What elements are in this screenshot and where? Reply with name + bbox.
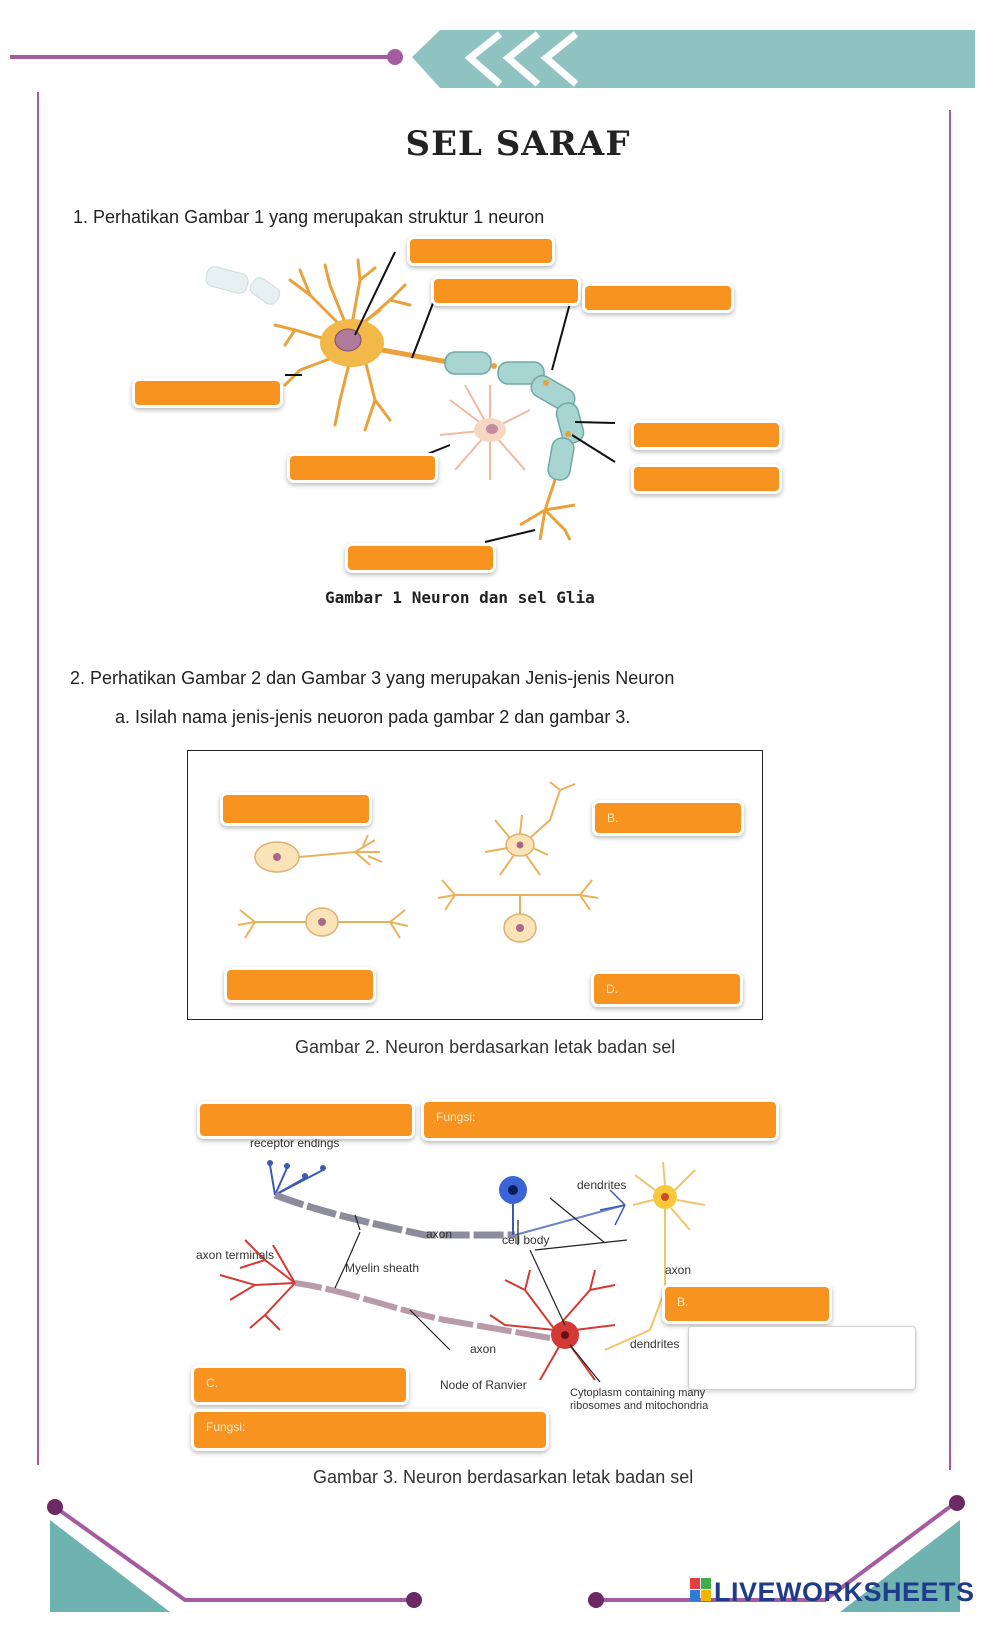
field-label-fungsi-c: Fungsi: (206, 1420, 246, 1434)
fig2-answer-field-c[interactable] (227, 970, 373, 1000)
fig1-answer-field-3[interactable] (585, 286, 731, 310)
label-node-of-ranvier: Node of Ranvier (440, 1378, 527, 1392)
fig2-answer-field-b[interactable]: B. (595, 803, 741, 833)
field-label-b: B. (607, 811, 619, 825)
fig3-function-field-a[interactable]: Fungsi: (424, 1102, 776, 1138)
label-axon-terminals: axon terminals (196, 1248, 275, 1262)
label-axon-top: axon (426, 1227, 453, 1241)
fig1-answer-field-7[interactable] (634, 467, 779, 491)
brand-logo-icon (690, 1578, 711, 1601)
figure-2-caption: Gambar 2. Neuron berdasarkan letak badan… (295, 1037, 676, 1057)
label-cytoplasm-2: ribosomes and mitochondria (570, 1400, 709, 1412)
page-title: SEL SARAF (405, 124, 631, 164)
fig3-answer-field-c[interactable]: C. (194, 1368, 406, 1402)
figure-3-caption: Gambar 3. Neuron berdasarkan letak badan… (313, 1467, 694, 1487)
field-label-d: D. (606, 982, 618, 996)
figure-2-box (187, 750, 763, 1020)
label-dendrites-top: dendrites (577, 1178, 627, 1192)
fig1-answer-field-8[interactable] (348, 546, 493, 570)
neuron-glia-illustration (205, 251, 616, 543)
liveworksheets-logo (690, 1578, 712, 1602)
figure-1-caption: Gambar 1 Neuron dan sel Glia (325, 588, 595, 607)
fig1-answer-field-2[interactable] (434, 279, 578, 303)
fig2-answer-field-d[interactable]: D. (594, 974, 740, 1004)
neuron-function-illustration (219, 1160, 706, 1383)
fig3-answer-field-a[interactable] (200, 1104, 412, 1136)
fig1-answer-field-1[interactable] (410, 239, 552, 263)
neuron-types-illustration (237, 781, 599, 943)
fig3-function-field-b[interactable] (688, 1326, 916, 1390)
label-myelin-sheath: Myelin sheath (345, 1261, 420, 1275)
label-axon-right: axon (665, 1263, 692, 1277)
field-label-c3: C. (206, 1376, 218, 1390)
fig1-answer-field-5[interactable] (634, 423, 779, 447)
fig2-answer-field-a[interactable] (223, 795, 369, 823)
fig1-answer-field-4[interactable] (135, 381, 280, 405)
question-2: 2. Perhatikan Gambar 2 dan Gambar 3 yang… (70, 668, 675, 688)
fig3-function-field-c[interactable]: Fungsi: (194, 1412, 546, 1448)
field-label-fungsi-a: Fungsi: (436, 1110, 476, 1124)
label-cell-body: cell body (502, 1233, 550, 1247)
question-1: 1. Perhatikan Gambar 1 yang merupakan st… (73, 207, 545, 227)
question-2a: a. Isilah nama jenis-jenis neuoron pada … (115, 707, 631, 727)
brand-name[interactable]: LIVEWORKSHEETS (714, 1577, 975, 1607)
fig3-answer-field-b[interactable]: B. (665, 1287, 829, 1321)
label-dendrites-bottom: dendrites (630, 1337, 680, 1351)
field-label-b3: B. (677, 1295, 689, 1309)
fig1-answer-field-6[interactable] (290, 456, 435, 480)
label-cytoplasm-1: Cytoplasm containing many (570, 1387, 706, 1399)
label-axon-bottom: axon (470, 1342, 497, 1356)
label-receptor-endings: receptor endings (250, 1136, 340, 1150)
